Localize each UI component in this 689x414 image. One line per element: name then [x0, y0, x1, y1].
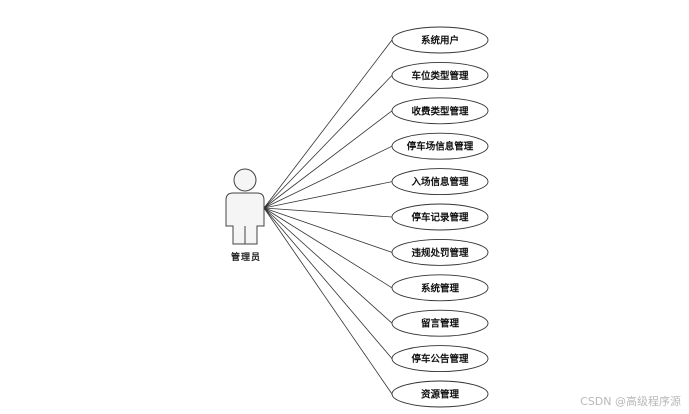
use-case-label: 系统管理 — [421, 282, 460, 294]
use-case-label: 停车场信息管理 — [407, 141, 474, 153]
use-case-ellipse — [391, 238, 489, 266]
use-case-ellipse — [391, 26, 489, 54]
actor-body — [225, 192, 265, 245]
use-case: 停车场信息管理 — [391, 132, 489, 160]
use-case: 资源管理 — [391, 380, 489, 408]
association-line — [263, 207, 393, 253]
use-case-ellipse — [391, 345, 489, 373]
association-line — [263, 207, 393, 289]
use-case: 违规处罚管理 — [391, 238, 489, 266]
use-case-ellipse — [391, 97, 489, 125]
use-case: 停车公告管理 — [391, 345, 489, 373]
association-line — [263, 207, 393, 324]
use-case-label: 留言管理 — [421, 318, 460, 330]
use-case: 车位类型管理 — [391, 61, 489, 89]
association-line — [263, 207, 393, 395]
association-line — [263, 75, 393, 209]
use-case-label: 入场信息管理 — [410, 176, 469, 188]
use-case: 系统用户 — [391, 26, 489, 54]
use-case-ellipse — [391, 168, 489, 196]
use-case-ellipse — [391, 274, 489, 302]
actor-head — [233, 168, 257, 192]
use-case: 停车记录管理 — [391, 203, 489, 231]
association-line — [263, 145, 393, 209]
use-case-label: 车位类型管理 — [411, 70, 469, 82]
association-line — [263, 39, 393, 209]
use-case: 入场信息管理 — [391, 168, 489, 196]
use-case: 系统管理 — [391, 274, 489, 302]
association-lines — [263, 39, 393, 395]
use-case: 留言管理 — [391, 309, 489, 337]
use-case-ellipse — [391, 203, 489, 231]
association-line — [263, 207, 393, 218]
actor-figure — [225, 168, 265, 245]
use-case-ellipse — [391, 61, 489, 89]
use-case-label: 资源管理 — [421, 389, 460, 401]
use-case-label: 停车公告管理 — [411, 353, 469, 365]
use-case-label: 违规处罚管理 — [411, 247, 469, 259]
actor-label: 管理员 — [230, 253, 261, 263]
use-case-ellipse — [391, 309, 489, 337]
use-case-label: 收费类型管理 — [411, 105, 469, 117]
use-case-label: 停车记录管理 — [411, 212, 469, 224]
use-case-label: 系统用户 — [421, 35, 459, 47]
association-line — [263, 207, 393, 359]
association-line — [263, 110, 393, 209]
watermark: CSDN @高级程序源 — [580, 395, 681, 408]
use-case: 收费类型管理 — [391, 97, 489, 125]
use-case-ellipse — [391, 380, 489, 408]
association-line — [263, 181, 393, 209]
use-case-ellipse — [391, 132, 489, 160]
use-case-list: 系统用户车位类型管理收费类型管理停车场信息管理入场信息管理停车记录管理违规处罚管… — [391, 26, 489, 408]
